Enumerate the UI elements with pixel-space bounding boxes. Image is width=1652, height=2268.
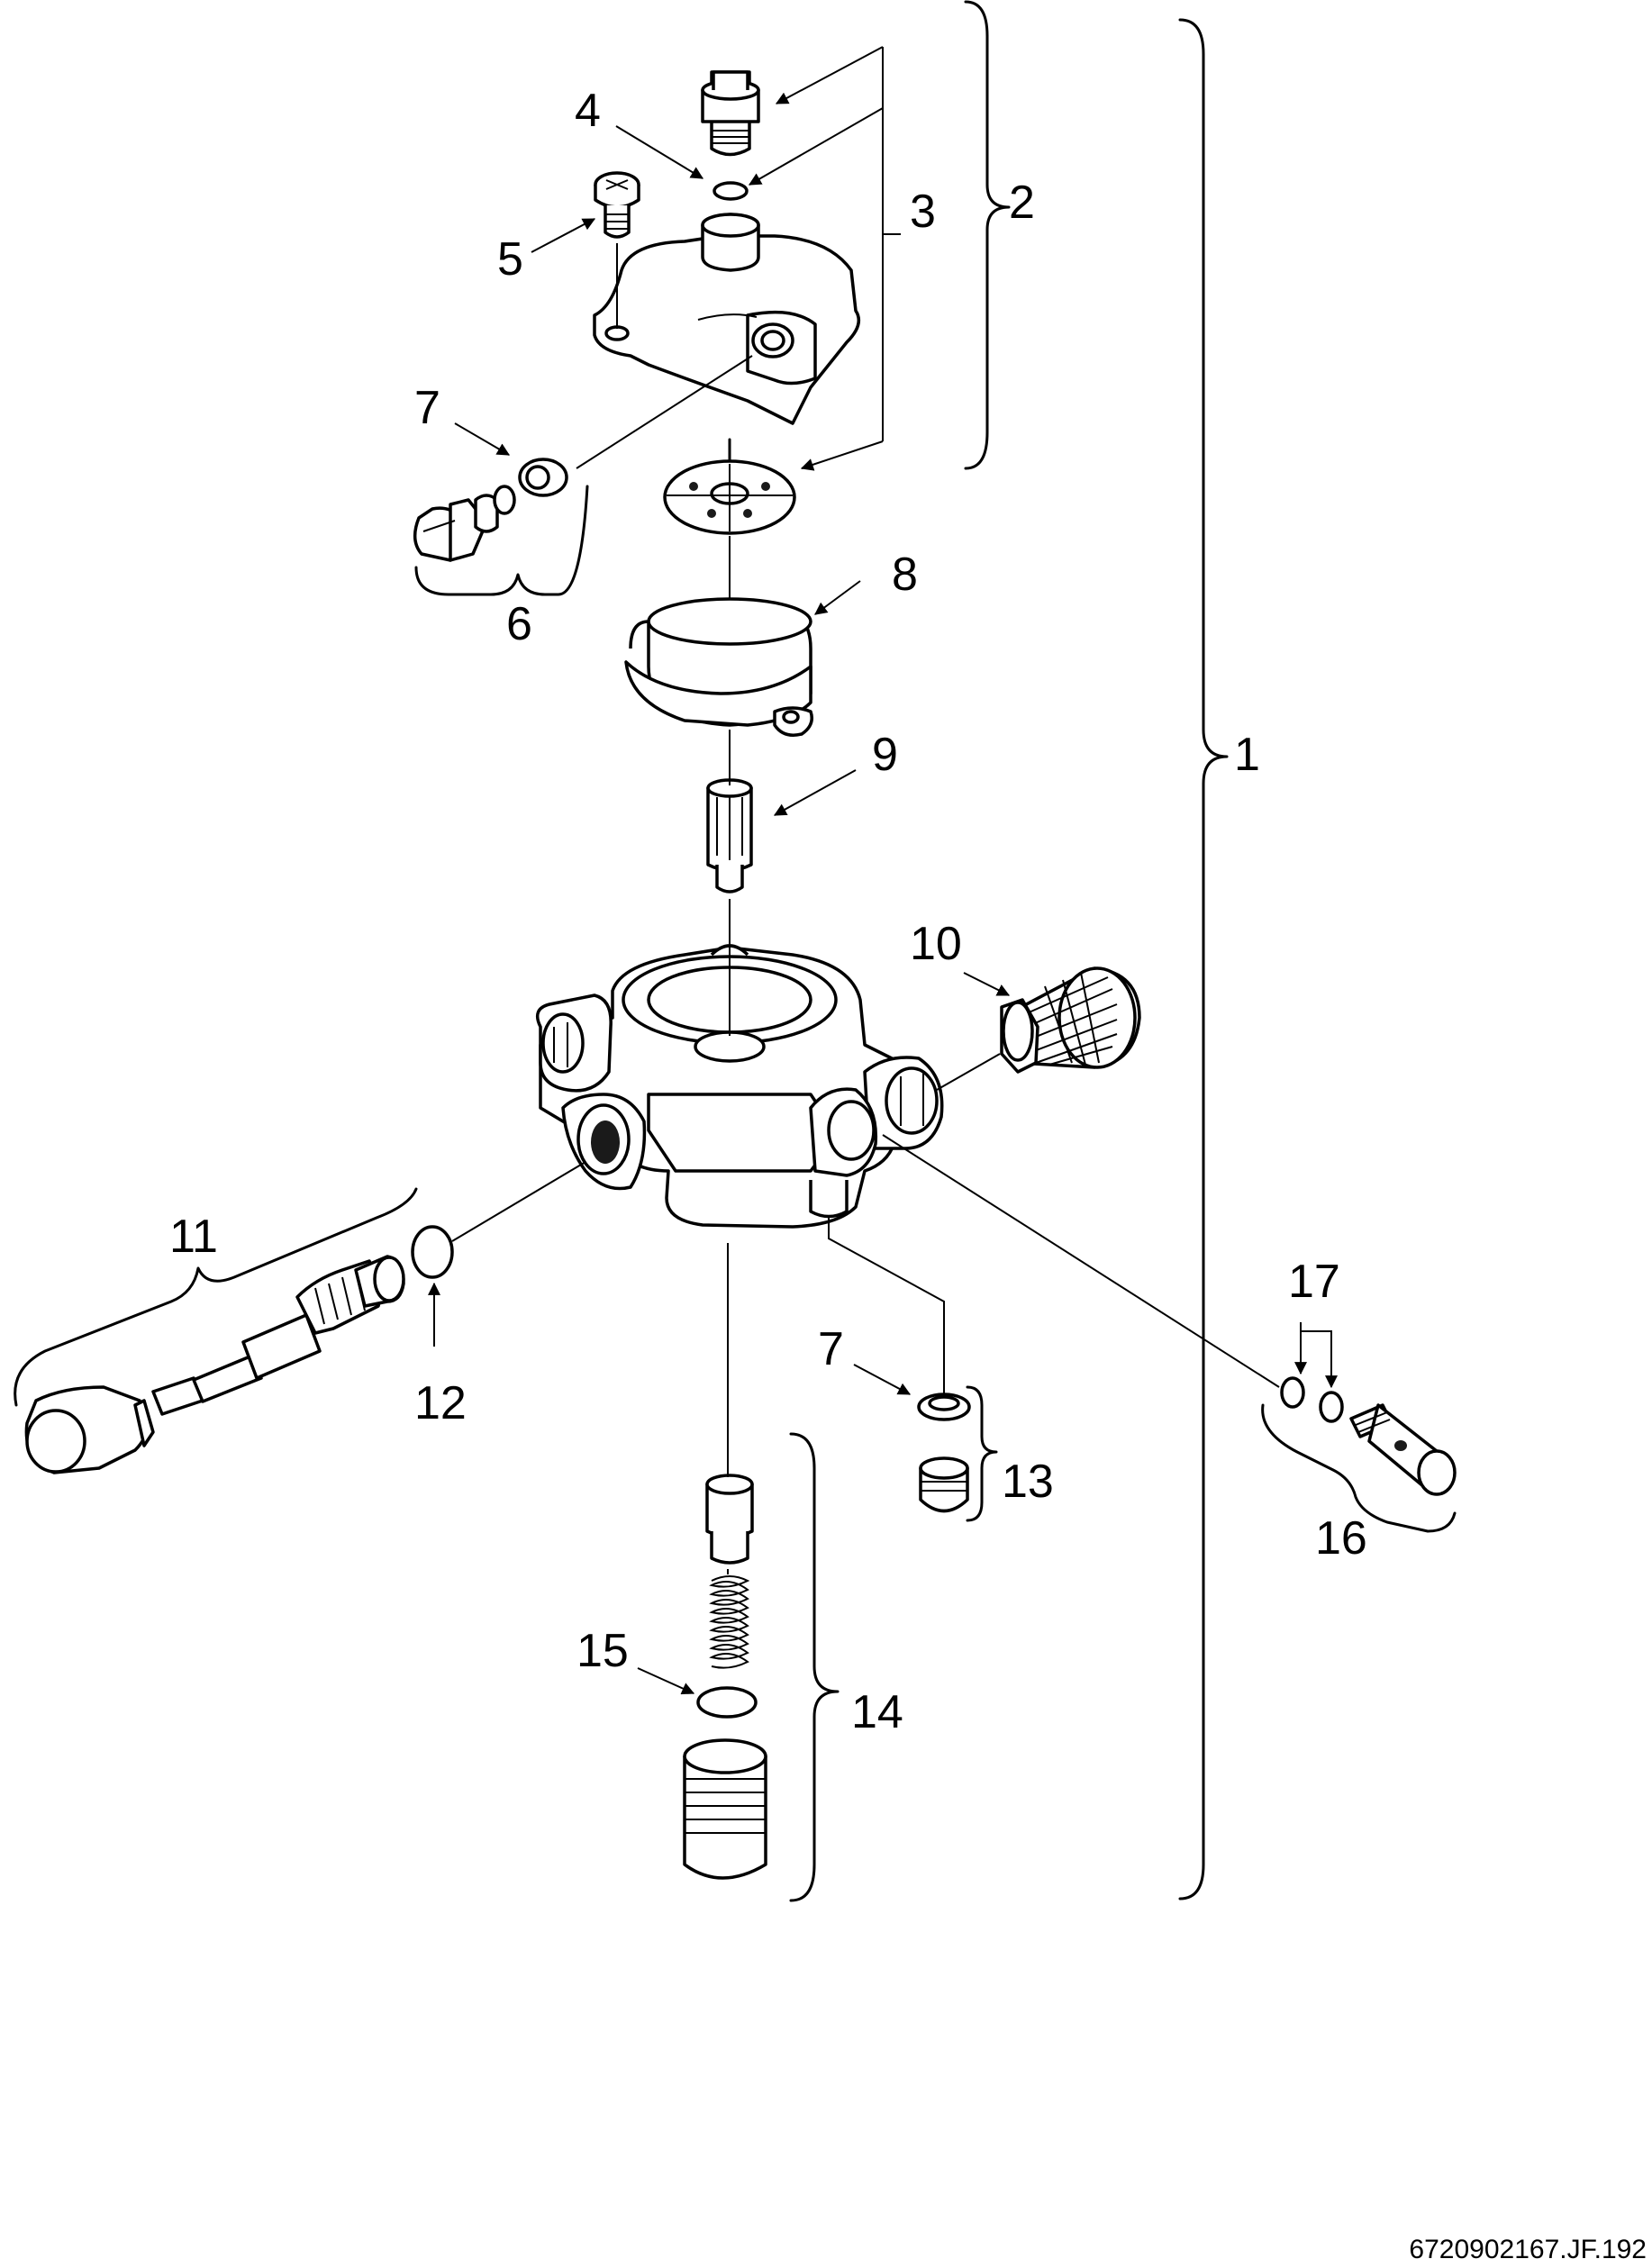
strainer-10 [1000, 966, 1141, 1074]
callout-17: 17 [1288, 1256, 1340, 1308]
callout-7-top: 7 [414, 382, 440, 434]
callout-15: 15 [576, 1625, 629, 1677]
bracket-2 [964, 0, 1011, 470]
o-ring-4 [713, 181, 749, 201]
bracket-14 [789, 1432, 840, 1902]
callout-7-bottom: 7 [818, 1323, 844, 1375]
screw-5 [594, 171, 640, 239]
callout-labels: 1 2 3 4 5 6 7 7 8 9 10 11 12 13 14 15 16… [169, 85, 1367, 1738]
filter-pin-9 [706, 778, 753, 894]
assembly-lines [451, 243, 1280, 1574]
callout-10: 10 [910, 918, 962, 970]
bracket-6 [414, 485, 589, 596]
bleed-screw-6 [413, 494, 499, 562]
diaphragm-cap-8 [624, 597, 813, 737]
valve-stack-14 [683, 1474, 767, 1880]
cover-housing [593, 213, 861, 425]
spring [709, 1575, 750, 1669]
bracket-1 [1178, 18, 1229, 1901]
bypass-screw-16 [1280, 1376, 1457, 1496]
callout-6: 6 [506, 598, 532, 650]
callout-1: 1 [1234, 729, 1260, 781]
callout-13: 13 [1002, 1456, 1054, 1508]
valve-insert [701, 70, 760, 157]
leader-lines [428, 46, 1338, 1695]
callout-8: 8 [892, 549, 918, 601]
callout-4: 4 [575, 85, 601, 137]
callout-9: 9 [872, 729, 898, 781]
callout-5: 5 [497, 233, 523, 286]
o-ring-15 [696, 1686, 758, 1719]
o-ring-12 [411, 1225, 454, 1279]
callout-11: 11 [169, 1211, 218, 1263]
valve-body [535, 944, 944, 1229]
bracket-13 [966, 1385, 998, 1522]
document-reference: 6720902167.JF.192 [1409, 2235, 1647, 2264]
callout-12: 12 [414, 1377, 467, 1429]
spindle-11 [24, 1255, 405, 1474]
plug-13 [917, 1393, 971, 1513]
callout-14: 14 [851, 1686, 903, 1738]
callout-3: 3 [910, 186, 936, 238]
bracket-16 [1261, 1403, 1457, 1533]
bracket-11 [14, 1187, 418, 1407]
o-ring-6 [493, 485, 516, 515]
diaphragm [663, 438, 796, 535]
callout-16: 16 [1315, 1512, 1367, 1565]
callout-2: 2 [1009, 177, 1035, 229]
sealing-washer-7-top [518, 458, 568, 497]
